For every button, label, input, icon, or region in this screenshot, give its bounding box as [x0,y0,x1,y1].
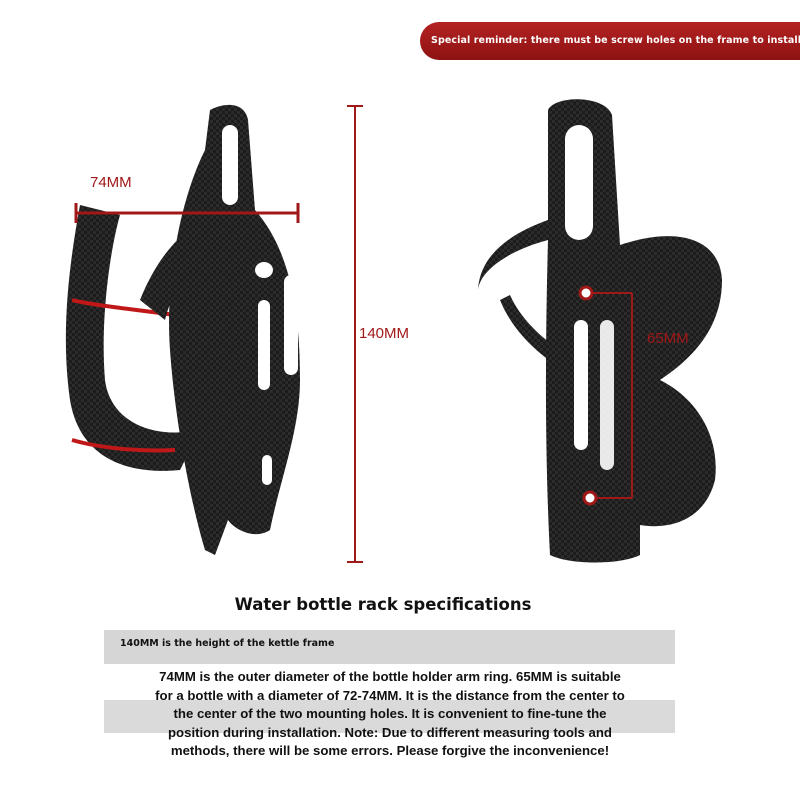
spec-line: 74MM is the outer diameter of the bottle… [159,669,621,684]
spec-title: Water bottle rack specifications [234,595,532,614]
dimension-lines [74,105,633,563]
reminder-banner: Special reminder: there must be screw ho… [420,22,800,60]
spec-description: 74MM is the outer diameter of the bottle… [100,668,680,761]
spec-line: the center of the two mounting holes. It… [173,706,607,721]
hole-spacing-label: 65MM [647,330,689,347]
left-cage [65,104,300,555]
spec-line: for a bottle with a diameter of 72-74MM.… [155,687,625,703]
spec-line: position during installation. Note: Due … [168,724,612,740]
width-label: 74MM [90,174,132,191]
height-label: 140MM [359,325,410,342]
gray-band [104,700,675,733]
spec-line: methods, there will be some errors. Plea… [170,743,610,758]
gray-band [104,630,675,664]
height-note: 140MM is the height of the kettle frame [120,638,335,649]
right-cage [478,99,722,563]
